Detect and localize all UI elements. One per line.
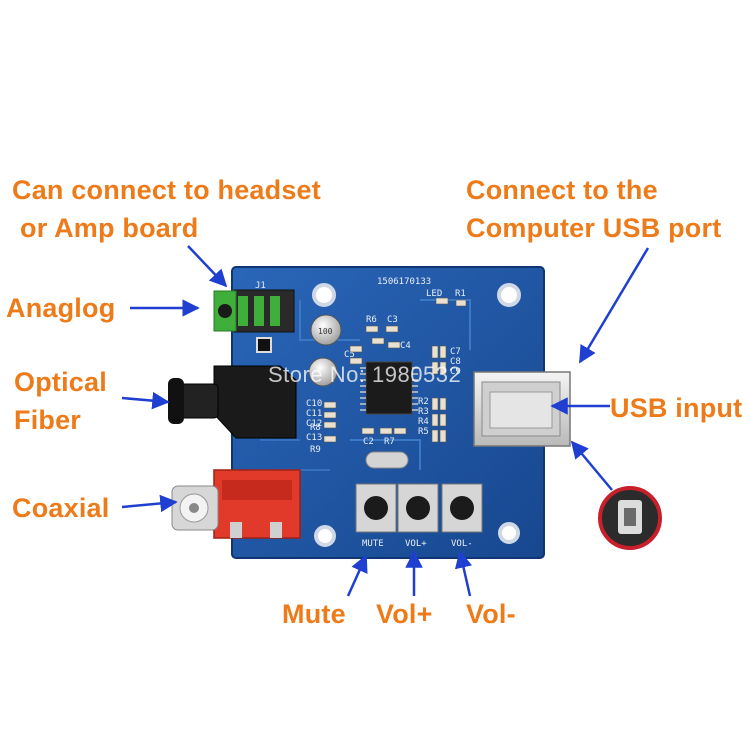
label-coaxial: Coaxial	[12, 493, 110, 523]
vol-minus-push-button	[441, 483, 483, 533]
c3-silkscreen: C3	[387, 315, 398, 325]
usb-port-closeup-inset	[598, 486, 662, 550]
usb-b-connector	[473, 371, 571, 447]
c5-silkscreen: C5	[344, 350, 355, 360]
c2-silkscreen: C2	[363, 437, 374, 447]
r9-silkscreen: R9	[310, 445, 321, 455]
mounting-holes	[312, 283, 521, 547]
c9-silkscreen: C9	[450, 367, 461, 377]
r8-silkscreen: R8	[310, 423, 321, 433]
label-analog: Anaglog	[6, 293, 116, 323]
crystal-oscillator	[365, 451, 409, 469]
r3-silkscreen: R3	[418, 407, 429, 417]
label-usb-port-line2: Computer USB port	[466, 213, 722, 243]
arrow-headset	[187, 245, 228, 288]
r7-silkscreen: R7	[384, 437, 395, 447]
label-vol-minus: Vol-	[466, 599, 516, 629]
label-optical-line2: Fiber	[14, 405, 82, 435]
led-silkscreen: LED	[426, 289, 442, 299]
c11-silkscreen: C11	[306, 409, 322, 419]
headphone-jack	[213, 289, 295, 353]
r2-silkscreen: R2	[418, 397, 429, 407]
coaxial-rca-jack	[171, 469, 301, 539]
arrow-vol-minus	[454, 550, 473, 597]
r5-silkscreen: R5	[418, 427, 429, 437]
smd-components	[323, 297, 467, 443]
vol-plus-silkscreen: VOL+	[405, 539, 427, 549]
dac-chip	[360, 361, 418, 415]
c12-silkscreen: C12	[306, 419, 322, 429]
j1-silkscreen: J1	[255, 281, 266, 291]
label-usb-port-line1: Connect to the	[466, 175, 658, 205]
vol-plus-push-button	[397, 483, 439, 533]
arrow-usb-inset	[570, 440, 613, 491]
callout-arrows	[121, 245, 650, 597]
r1-silkscreen: R1	[455, 289, 466, 299]
serial-silkscreen: 1506170133	[377, 277, 431, 287]
r6-silkscreen: R6	[366, 315, 377, 325]
electrolytic-capacitor-2	[308, 357, 338, 387]
label-headset: Can connect to headset	[12, 175, 321, 205]
electrolytic-capacitor: 100	[310, 314, 342, 346]
label-mute: Mute	[282, 599, 346, 629]
label-vol-plus: Vol+	[376, 599, 433, 629]
label-usb-input: USB input	[610, 393, 743, 423]
arrow-optical	[121, 391, 170, 410]
arrow-coaxial	[121, 494, 178, 513]
optical-connector	[168, 365, 297, 439]
c8-silkscreen: C8	[450, 357, 461, 367]
mute-silkscreen: MUTE	[362, 539, 384, 549]
label-amp-board: or Amp board	[20, 213, 199, 243]
arrow-mute	[346, 554, 368, 597]
svg-text:100: 100	[318, 327, 333, 336]
r4-silkscreen: R4	[418, 417, 429, 427]
mute-push-button	[355, 483, 397, 533]
c4-silkscreen: C4	[400, 341, 411, 351]
c13-silkscreen: C13	[306, 433, 322, 443]
store-watermark: Store No: 1980532	[268, 362, 462, 387]
c10-silkscreen: C10	[306, 399, 322, 409]
arrow-usb-port	[578, 247, 650, 364]
c7-silkscreen: C7	[450, 347, 461, 357]
vol-minus-silkscreen: VOL-	[451, 539, 473, 549]
label-optical-line1: Optical	[14, 367, 107, 397]
